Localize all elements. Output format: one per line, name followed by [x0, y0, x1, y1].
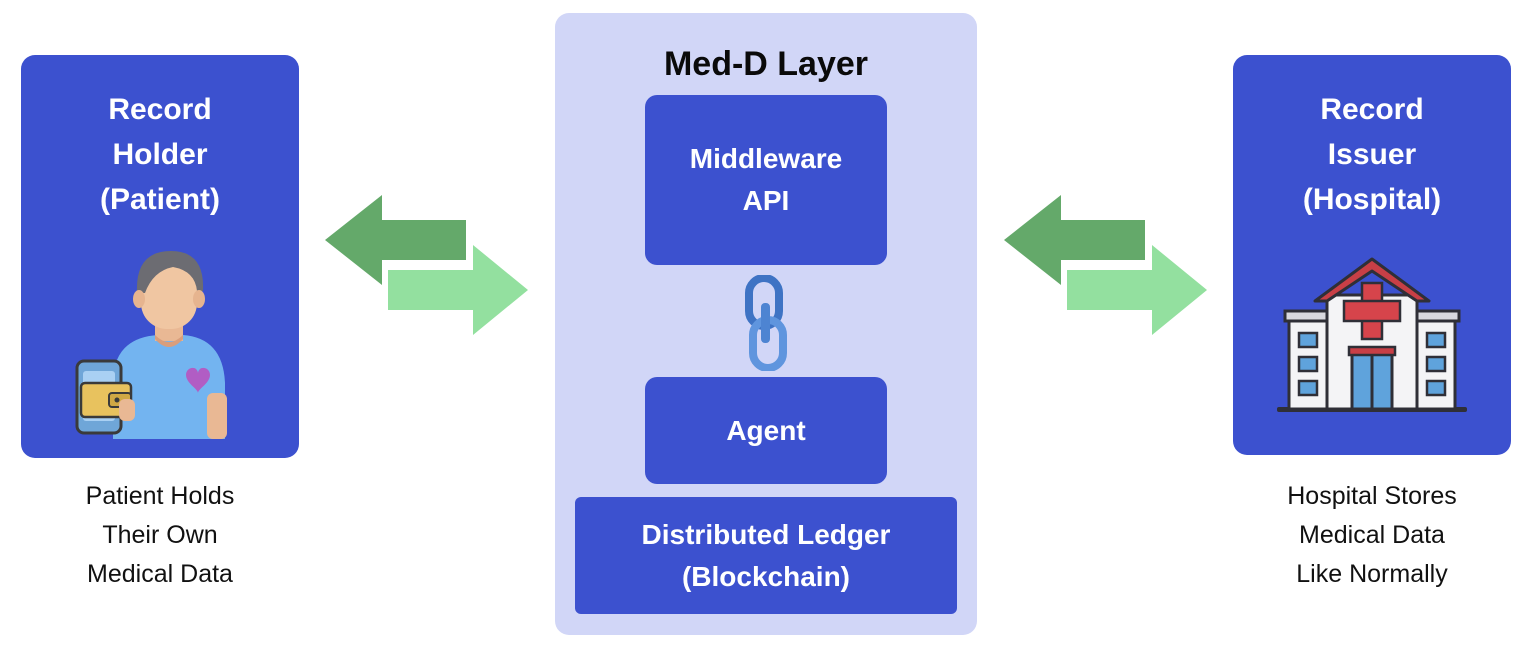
layer-title: Med-D Layer: [663, 45, 869, 83]
distributed-ledger-block: Distributed Ledger (Blockchain): [575, 497, 957, 614]
middleware-api-block: Middleware API: [645, 95, 887, 265]
record-holder-caption: Patient Holds Their Own Medical Data: [85, 482, 235, 588]
chain-link-icon: [745, 275, 787, 371]
bidirectional-arrows-icon: [1004, 195, 1207, 335]
record-issuer-card: Record Issuer (Hospital): [1233, 55, 1511, 455]
bidirectional-arrows-icon: [325, 195, 528, 335]
med-d-layer-panel: Med-D Layer Middleware API Agent Distrib…: [555, 13, 977, 635]
record-holder-title: Record Holder (Patient): [100, 93, 220, 216]
patient-icon: [75, 251, 227, 439]
record-issuer-title: Record Issuer (Hospital): [1302, 93, 1442, 216]
agent-block: Agent: [645, 377, 887, 484]
record-issuer-caption: Hospital Stores Medical Data Like Normal…: [1287, 482, 1457, 588]
hospital-building-icon: [1277, 257, 1467, 412]
record-holder-card: Record Holder (Patient): [21, 55, 299, 458]
